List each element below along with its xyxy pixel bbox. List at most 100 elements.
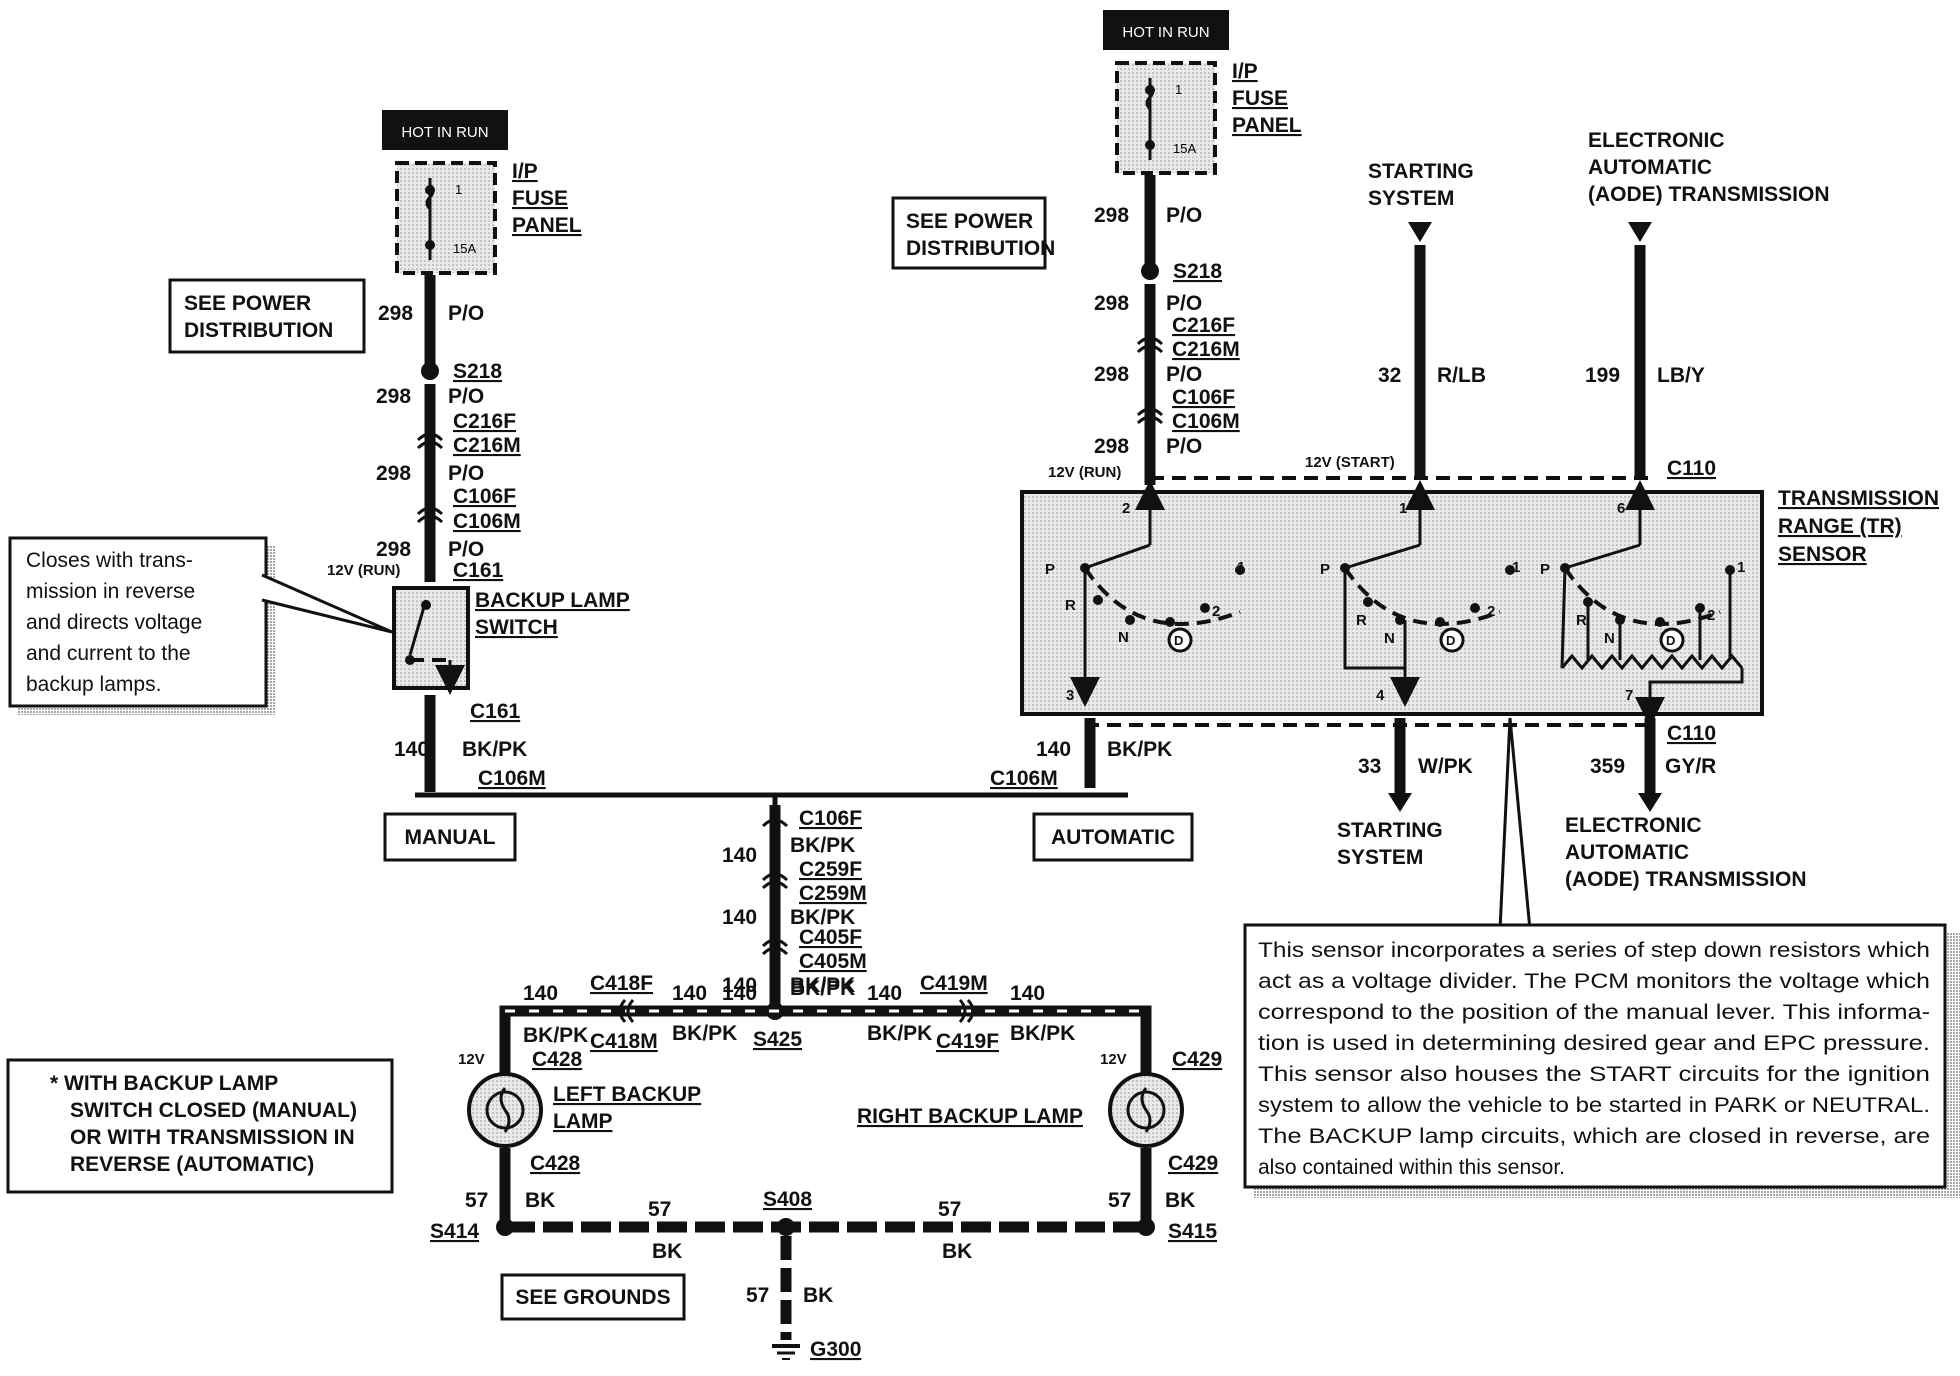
right-backup-lamp: 12V RIGHT BACKUP LAMP C429 57 BK: [857, 1051, 1218, 1225]
connector-c106m-right: C106M: [1172, 410, 1240, 433]
circuit-57-ground: 57: [746, 1284, 769, 1307]
svg-text:1: 1: [1237, 559, 1245, 576]
manual-label: MANUAL: [405, 826, 496, 849]
color-lby: LB/Y: [1657, 364, 1705, 387]
connector-c429-top: C429: [1172, 1048, 1222, 1071]
starting-system-input: STARTING SYSTEM 32 R/LB 12V (START): [1305, 160, 1486, 478]
connector-c106f-right: C106F: [1172, 386, 1235, 409]
connector-c106f-left: C106F: [453, 485, 516, 508]
svg-text:P: P: [1320, 561, 1330, 578]
color-bkpk-left-lamp: BK/PK: [523, 1024, 588, 1047]
tr-sensor-label-1: TRANSMISSION: [1778, 487, 1939, 510]
svg-text:P: P: [1045, 561, 1055, 578]
circuit-298-right-b: 298: [1094, 292, 1129, 315]
right-lamp-label: RIGHT BACKUP LAMP: [857, 1105, 1083, 1128]
color-po-right-d: P/O: [1166, 435, 1202, 458]
circuit-140-center-c: 140: [722, 974, 757, 997]
splice-s415: [1137, 1218, 1155, 1236]
circuit-199: 199: [1585, 364, 1620, 387]
connector-c419f: C419F: [936, 1030, 999, 1053]
fuse-panel-label-right-2: FUSE: [1232, 87, 1288, 110]
fuse-panel-box-right: [1115, 61, 1217, 175]
circuit-140-center-a: 140: [722, 844, 757, 867]
circuit-140-left: 140: [394, 738, 429, 761]
circuit-140-center-d: 140: [722, 982, 757, 1005]
connector-c405m: C405M: [799, 950, 867, 973]
circuit-298-left-b: 298: [376, 385, 411, 408]
color-po-left-d: P/O: [448, 538, 484, 561]
pin-6: 6: [1617, 500, 1625, 517]
color-po-right-b: P/O: [1166, 292, 1202, 315]
callout-line-5: backup lamps.: [26, 673, 161, 696]
connector-c161-left-top: C161: [453, 559, 504, 582]
fuse-number-left: 1: [455, 182, 462, 197]
svg-text:D: D: [1174, 633, 1183, 648]
color-po-left-b: P/O: [448, 385, 484, 408]
starting-system-label-2: SYSTEM: [1368, 187, 1454, 210]
color-bkpk-right-bus: BK/PK: [867, 1022, 932, 1045]
color-po-left-a: P/O: [448, 302, 484, 325]
color-bkpk-right-lamp: BK/PK: [1010, 1022, 1075, 1045]
circuit-298-right-d: 298: [1094, 435, 1129, 458]
v12-left-lamp: 12V: [458, 1051, 485, 1068]
tr-sensor-label-2: RANGE (TR): [1778, 515, 1902, 538]
fuse-amp-left: 15A: [453, 241, 476, 256]
fuse-number-right: 1: [1175, 82, 1182, 97]
circuit-140-center-b: 140: [722, 906, 757, 929]
v12-run-left: 12V (RUN): [327, 562, 400, 579]
fuse-panel-label-left-3: PANEL: [512, 214, 582, 237]
color-gyr: GY/R: [1665, 755, 1716, 778]
ground-label-g300: G300: [810, 1338, 861, 1361]
hot-in-run-label-right: HOT IN RUN: [1122, 24, 1209, 41]
hot-in-run-badge-right: [1103, 10, 1229, 50]
eaat-label-1: ELECTRONIC: [1588, 129, 1725, 152]
splice-label-s414: S414: [430, 1220, 479, 1243]
color-po-left-c: P/O: [448, 462, 484, 485]
connector-c106m-right-bottom: C106M: [990, 767, 1058, 790]
connector-c216f-right: C216F: [1172, 314, 1235, 337]
color-bkpk-right: BK/PK: [1107, 738, 1172, 761]
callout-line-1: Closes with trans-: [26, 549, 193, 572]
left-lamp-label-1: LEFT BACKUP: [553, 1083, 701, 1106]
eaat-out-3: (AODE) TRANSMISSION: [1565, 868, 1807, 891]
svg-text:1: 1: [1512, 559, 1520, 576]
svg-text:R: R: [1065, 597, 1076, 614]
starting-system-label-1: STARTING: [1368, 160, 1474, 183]
see-power-label-left-1: SEE POWER: [184, 292, 311, 315]
svg-text:N: N: [1384, 630, 1395, 647]
connector-c419m: C419M: [920, 972, 988, 995]
left-output: C161 140 BK/PK C106M MANUAL: [383, 695, 546, 862]
color-bkpk-center-d: BK/PK: [790, 977, 855, 1000]
connector-c259m: C259M: [799, 882, 867, 905]
color-bkpk-left: BK/PK: [462, 738, 527, 761]
ground-bus: S414 S408 S415 57 BK 57 BK 57 BK G300 SE…: [430, 1188, 1217, 1361]
footnote-line-1: * WITH BACKUP LAMP: [50, 1072, 278, 1095]
pin-3: 3: [1066, 687, 1074, 704]
connector-c216m-right: C216M: [1172, 338, 1240, 361]
connector-c429-bottom: C429: [1168, 1152, 1218, 1175]
color-po-right-a: P/O: [1166, 204, 1202, 227]
automatic-output: 140 BK/PK C106M AUTOMATIC: [990, 718, 1194, 862]
circuit-140-right-bus-2: 140: [1010, 982, 1045, 1005]
connector-c405f: C405F: [799, 926, 862, 949]
svg-text:2: 2: [1487, 603, 1495, 620]
pin-1: 1: [1399, 500, 1407, 517]
sensor-note-line-2: act as a voltage divider. The PCM monito…: [1258, 970, 1930, 993]
color-bkpk-center-b: BK/PK: [790, 906, 855, 929]
color-wpk: W/PK: [1418, 755, 1473, 778]
starting-system-out-1: STARTING: [1337, 819, 1443, 842]
splice-s408: [777, 1218, 795, 1236]
color-bkpk-left-bus: BK/PK: [672, 1022, 737, 1045]
connector-c161-left-bottom: C161: [470, 700, 521, 723]
circuit-140-right-bus: 140: [867, 982, 902, 1005]
footnote-line-3: OR WITH TRANSMISSION IN: [70, 1126, 355, 1149]
left-power-feed: HOT IN RUN 1 15A I/P FUSE PANEL SEE POWE…: [168, 110, 582, 582]
circuit-140-left-bus: 140: [523, 982, 558, 1005]
circuit-140-left-bus-2: 140: [672, 982, 707, 1005]
see-power-label-right-2: DISTRIBUTION: [906, 237, 1055, 260]
see-power-box-left: [168, 278, 366, 354]
color-bk-left: BK: [525, 1189, 555, 1212]
fuse-panel-label-right-3: PANEL: [1232, 114, 1302, 137]
splice-label-s415: S415: [1168, 1220, 1217, 1243]
